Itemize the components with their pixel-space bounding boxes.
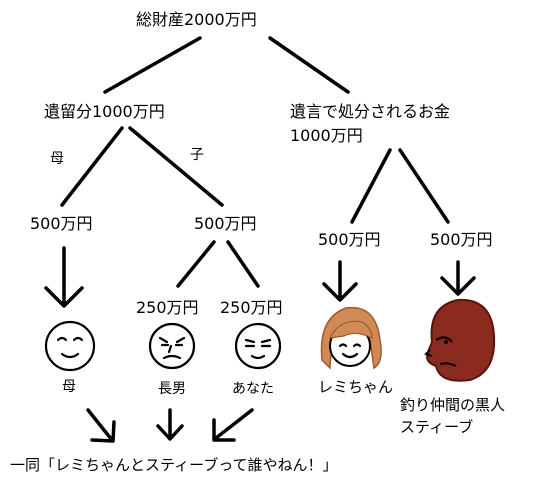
total-assets-label: 総財産2000万円 bbox=[136, 10, 257, 29]
steve-name-line1: 釣り仲間の黒人 bbox=[400, 396, 506, 414]
mother-amount-label: 500万円 bbox=[30, 214, 93, 233]
mother-face bbox=[44, 320, 96, 372]
heir-mother-label: 母 bbox=[62, 379, 76, 395]
steve-name-line2: スティーブ bbox=[400, 418, 474, 436]
eldest-son-amount-label: 250万円 bbox=[136, 298, 199, 317]
arrow-eldest-to-caption bbox=[156, 408, 184, 441]
remi-name-label: レミちゃん bbox=[318, 378, 394, 396]
line-legal-to-child bbox=[128, 126, 224, 207]
line-child-to-eldest bbox=[176, 240, 216, 288]
steve-amount-label: 500万円 bbox=[430, 230, 493, 249]
eldest-son-face bbox=[148, 322, 196, 370]
heir-you-label: あなた bbox=[232, 381, 274, 397]
will-share-label-line2: 1000万円 bbox=[290, 126, 363, 145]
heir-eldest-son-label: 長男 bbox=[158, 381, 186, 397]
remi-amount-label: 500万円 bbox=[318, 230, 381, 249]
line-total-to-legal bbox=[103, 36, 202, 94]
line-will-to-steve bbox=[398, 148, 450, 224]
arrow-to-remi bbox=[322, 260, 358, 302]
caption-exclamation: 一同「レミちゃんとスティーブって誰やねん！」 bbox=[10, 456, 338, 474]
you-face bbox=[234, 322, 282, 370]
arrow-to-steve bbox=[440, 260, 476, 296]
mother-relation-label: 母 bbox=[50, 151, 64, 167]
arrow-you-to-caption bbox=[212, 408, 254, 442]
line-child-to-you bbox=[226, 240, 260, 288]
arrow-mother-to-caption bbox=[86, 408, 116, 443]
you-amount-label: 250万円 bbox=[220, 298, 283, 317]
arrow-to-mother bbox=[44, 246, 84, 308]
remi-face bbox=[320, 306, 382, 370]
will-share-label-line1: 遺言で処分されるお金 bbox=[290, 102, 451, 121]
steve-face bbox=[424, 298, 496, 382]
line-legal-to-mother bbox=[60, 126, 124, 207]
child-amount-label: 500万円 bbox=[194, 214, 257, 233]
child-relation-label: 子 bbox=[190, 147, 204, 163]
line-will-to-remi bbox=[350, 148, 392, 224]
line-total-to-will bbox=[268, 36, 350, 94]
legal-share-label: 遺留分1000万円 bbox=[44, 102, 165, 121]
